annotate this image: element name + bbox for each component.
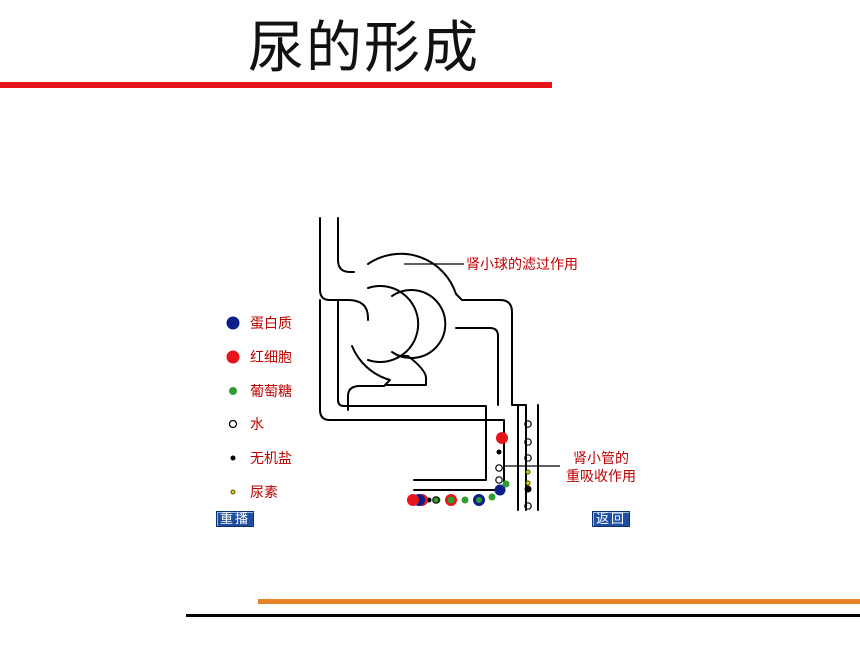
footer-black-rule [186, 614, 860, 617]
legend-label: 无机盐 [250, 451, 292, 467]
legend-label: 红细胞 [250, 350, 292, 366]
tube-molecules [407, 420, 532, 510]
glucose-swatch-icon [222, 381, 244, 401]
legend-label: 水 [250, 417, 264, 433]
legend-item-inorganic-salt: 无机盐 [222, 448, 292, 468]
inorganic-salt-swatch-icon [222, 448, 244, 468]
water-swatch-icon [222, 414, 244, 434]
reabsorption-callout: 肾小管的 重吸收作用 [566, 450, 636, 486]
legend-label: 葡萄糖 [250, 384, 292, 400]
nephron-diagram: 蛋白质 红细胞 葡萄糖 水 无机盐 尿素 [200, 200, 660, 540]
protein-swatch-icon [222, 313, 244, 333]
legend-item-protein: 蛋白质 [222, 313, 292, 333]
urea-swatch-icon [222, 482, 244, 502]
filtration-callout: 肾小球的滤过作用 [466, 257, 578, 273]
title-underline [0, 82, 552, 88]
legend-item-urea: 尿素 [222, 482, 278, 502]
back-button[interactable]: 返回 [592, 511, 631, 527]
red-blood-cell-swatch-icon [222, 347, 244, 367]
reabsorption-callout-line1: 肾小管的 [573, 451, 629, 467]
nephron-tube-drawing [319, 217, 560, 511]
legend-item-water: 水 [222, 414, 264, 434]
replay-button[interactable]: 重播 [216, 511, 255, 527]
legend-label: 蛋白质 [250, 316, 292, 332]
legend-item-glucose: 葡萄糖 [222, 381, 292, 401]
legend-item-red-blood-cell: 红细胞 [222, 347, 292, 367]
page-title: 尿的形成 [248, 16, 480, 81]
legend-label: 尿素 [250, 485, 278, 501]
footer-orange-rule [258, 599, 860, 604]
reabsorption-callout-line2: 重吸收作用 [566, 469, 636, 485]
